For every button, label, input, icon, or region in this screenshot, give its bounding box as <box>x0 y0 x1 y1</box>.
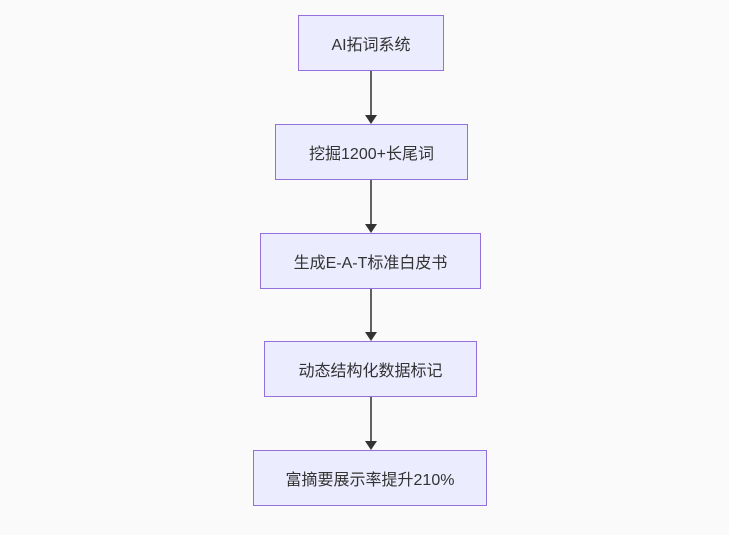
flowchart-node-ai-word-system: AI拓词系统 <box>298 15 444 71</box>
edge-line <box>370 289 372 332</box>
flowchart-node-structured-data-markup: 动态结构化数据标记 <box>264 341 477 397</box>
flowchart-edge-3 <box>365 289 377 341</box>
arrow-down-icon <box>365 115 377 124</box>
flowchart-node-longtail-keywords: 挖掘1200+长尾词 <box>275 124 468 180</box>
node-label: 挖掘1200+长尾词 <box>309 146 434 163</box>
arrow-down-icon <box>365 332 377 341</box>
node-label: AI拓词系统 <box>331 37 411 54</box>
flowchart-edge-4 <box>365 397 377 450</box>
edge-line <box>370 397 372 441</box>
arrow-down-icon <box>365 224 377 233</box>
node-label: 动态结构化数据标记 <box>298 363 443 380</box>
flowchart-node-eat-whitepaper: 生成E-A-T标准白皮书 <box>260 233 481 289</box>
flowchart-edge-2 <box>365 180 377 233</box>
node-label: 生成E-A-T标准白皮书 <box>293 255 448 272</box>
node-label: 富摘要展示率提升210% <box>285 472 455 489</box>
arrow-down-icon <box>365 441 377 450</box>
edge-line <box>370 71 372 115</box>
flowchart-edge-1 <box>365 71 377 124</box>
edge-line <box>370 180 372 224</box>
flowchart-node-rich-snippet-result: 富摘要展示率提升210% <box>253 450 487 506</box>
